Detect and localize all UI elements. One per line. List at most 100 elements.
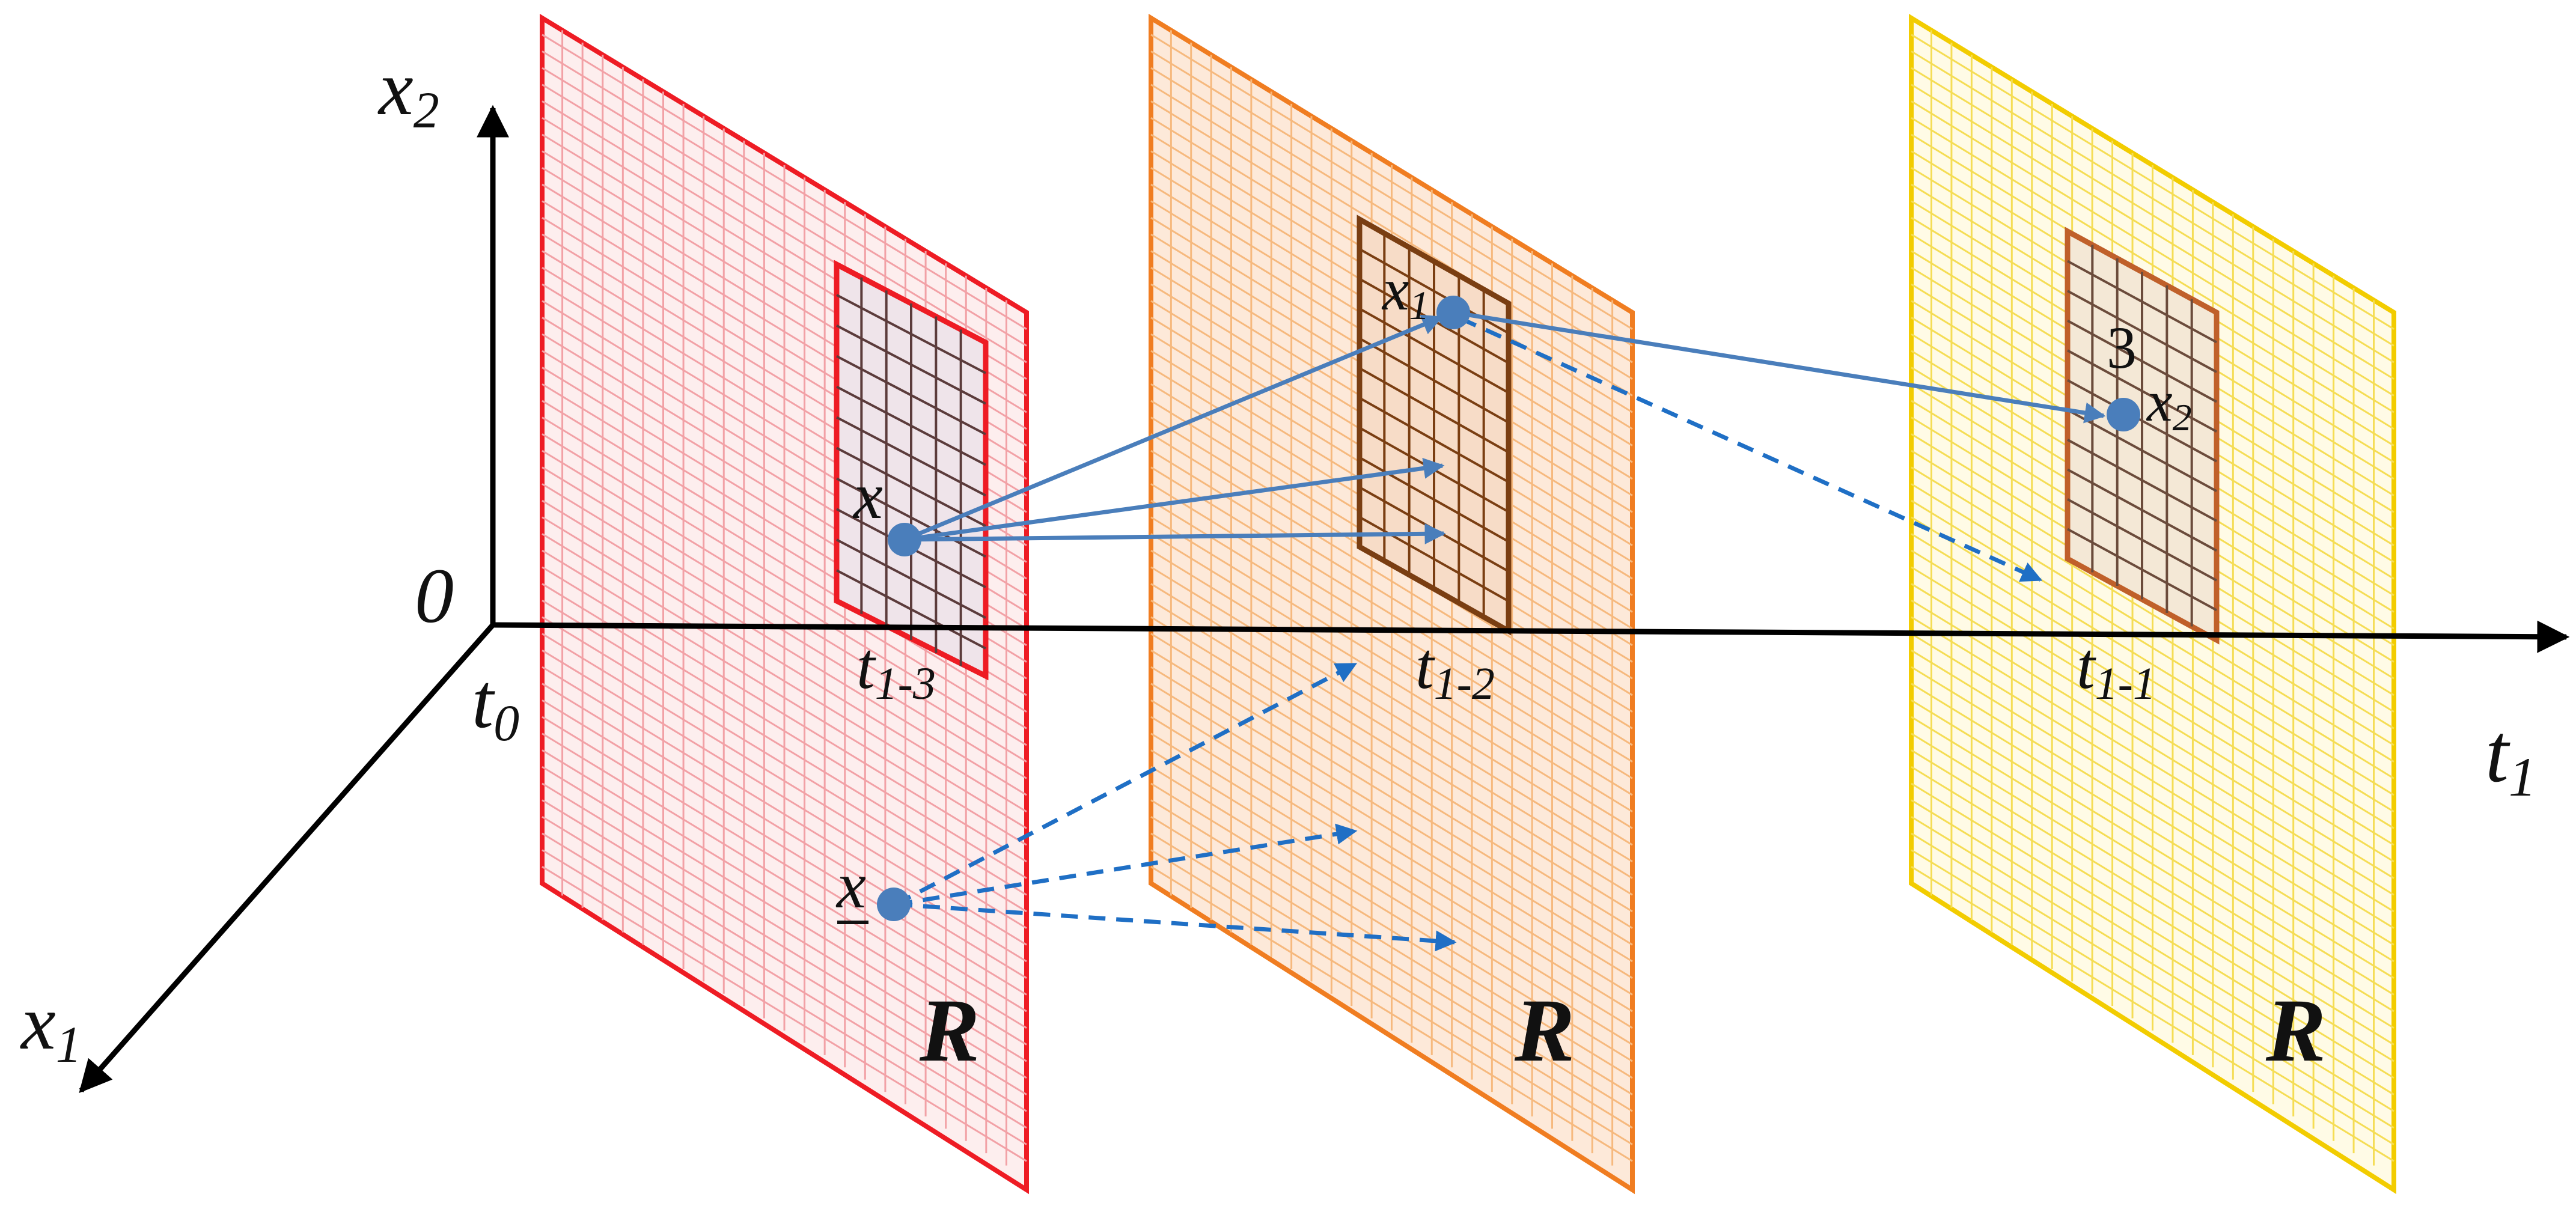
grid-line: [542, 815, 1027, 1112]
grid-line: [1150, 499, 1633, 796]
grid-line: [542, 499, 1027, 796]
grid-line: [1911, 650, 2394, 946]
grid-line: [1911, 566, 2394, 863]
grid-line: [2067, 468, 2217, 552]
grid-line: [1150, 849, 1633, 1145]
point-x-lower: [877, 888, 911, 921]
grid-line: [542, 449, 1027, 746]
grid-line: [1911, 683, 2394, 979]
point-x2-label: x2: [2146, 369, 2192, 439]
grid-line: [1911, 782, 2394, 1079]
grid-line: [1911, 50, 2394, 347]
grid-line: [2067, 319, 2217, 403]
grid-line: [2067, 349, 2217, 433]
grid-line: [836, 477, 986, 558]
plane-t1-1-region-label: R: [2265, 981, 2326, 1080]
grid-line: [1911, 67, 2394, 364]
plane-t1-3-time-label: t1-3: [856, 629, 936, 709]
grid-line: [1150, 666, 1633, 963]
grid-line: [542, 732, 1027, 1029]
grid-line: [836, 385, 986, 466]
grid-line: [1150, 34, 1633, 330]
grid-line: [1150, 699, 1633, 996]
x1-axis: [79, 623, 495, 1094]
grid-line: [1150, 533, 1633, 829]
grid-line: [1150, 583, 1633, 879]
grid-line: [1911, 616, 2394, 913]
plane-t1-1: [1909, 13, 2396, 1195]
grid-line: [1150, 866, 1633, 1162]
grid-line: [836, 446, 986, 528]
plane-t1-1-time-label: t1-1: [2077, 629, 2156, 709]
grid-line: [542, 832, 1027, 1129]
grid-line: [542, 683, 1027, 979]
grid-line: [542, 50, 1027, 347]
grid-line: [542, 599, 1027, 896]
grid-line: [2067, 290, 2217, 373]
point-x2: [2107, 398, 2140, 431]
grid-line: [1911, 599, 2394, 896]
point-x-upper: [888, 523, 921, 556]
dashed-arrow-xlow-mid: [895, 823, 1358, 907]
arrow-x-to-low: [904, 523, 1446, 544]
grid-line: [1911, 533, 2394, 829]
grid-line: [542, 866, 1027, 1162]
grid-line: [1359, 337, 1509, 424]
grid-line: [836, 324, 986, 405]
grid-line: [542, 749, 1027, 1046]
x1-axis-label: x1: [20, 979, 82, 1073]
grid-line: [1150, 749, 1633, 1046]
grid-line: [1911, 117, 2394, 413]
dashed-arrow-xlow-up: [894, 662, 1358, 907]
grid-line: [836, 355, 986, 436]
arrow-x-to-x1: [903, 314, 1444, 542]
grid-line: [1911, 799, 2394, 1095]
grid-line: [1150, 566, 1633, 863]
point-x1-label: x1: [1381, 256, 1429, 328]
grid-line: [1911, 849, 2394, 1145]
grid-line: [542, 650, 1027, 946]
grid-line: [1359, 516, 1509, 603]
grid-line: [542, 483, 1027, 779]
grid-line: [542, 566, 1027, 863]
solid-arrows: [903, 310, 2106, 544]
grid-line: [1359, 456, 1509, 543]
grid-line: [1359, 367, 1509, 454]
dashed-arrow-x1-to-plane3: [1459, 316, 2043, 582]
grid-line: [1911, 483, 2394, 779]
grid-line: [542, 849, 1027, 1145]
grid-line: [1911, 549, 2394, 846]
grid-line: [1150, 650, 1633, 946]
grid-line: [1359, 397, 1509, 484]
grid-line: [1911, 100, 2394, 397]
grid-line: [542, 549, 1027, 846]
grid-line: [1150, 599, 1633, 896]
point-x-lower-label: x: [835, 848, 866, 922]
grid-line: [1150, 832, 1633, 1129]
grid-line: [1911, 466, 2394, 763]
grid-line: [1911, 499, 2394, 796]
grid-line: [1359, 307, 1509, 394]
grid-line: [542, 583, 1027, 879]
grid-line: [1911, 866, 2394, 1162]
grid-line: [1150, 633, 1633, 929]
grid-line: [542, 533, 1027, 829]
grid-line: [1150, 549, 1633, 846]
grid-line: [542, 67, 1027, 364]
step-number-label: 3: [2107, 314, 2137, 381]
grid-line: [542, 34, 1027, 330]
grid-line: [1150, 616, 1633, 913]
grid-line: [2067, 379, 2217, 463]
grid-line: [1150, 516, 1633, 813]
grid-line: [2067, 439, 2217, 522]
grid-line: [542, 416, 1027, 713]
grid-line: [1150, 449, 1633, 746]
grid-line: [542, 516, 1027, 813]
point-x-upper-label: x: [852, 459, 883, 532]
grid-line: [1150, 782, 1633, 1079]
grid-line: [542, 766, 1027, 1062]
grid-line: [1911, 699, 2394, 996]
plane-t1-3-region-label: R: [919, 981, 980, 1080]
